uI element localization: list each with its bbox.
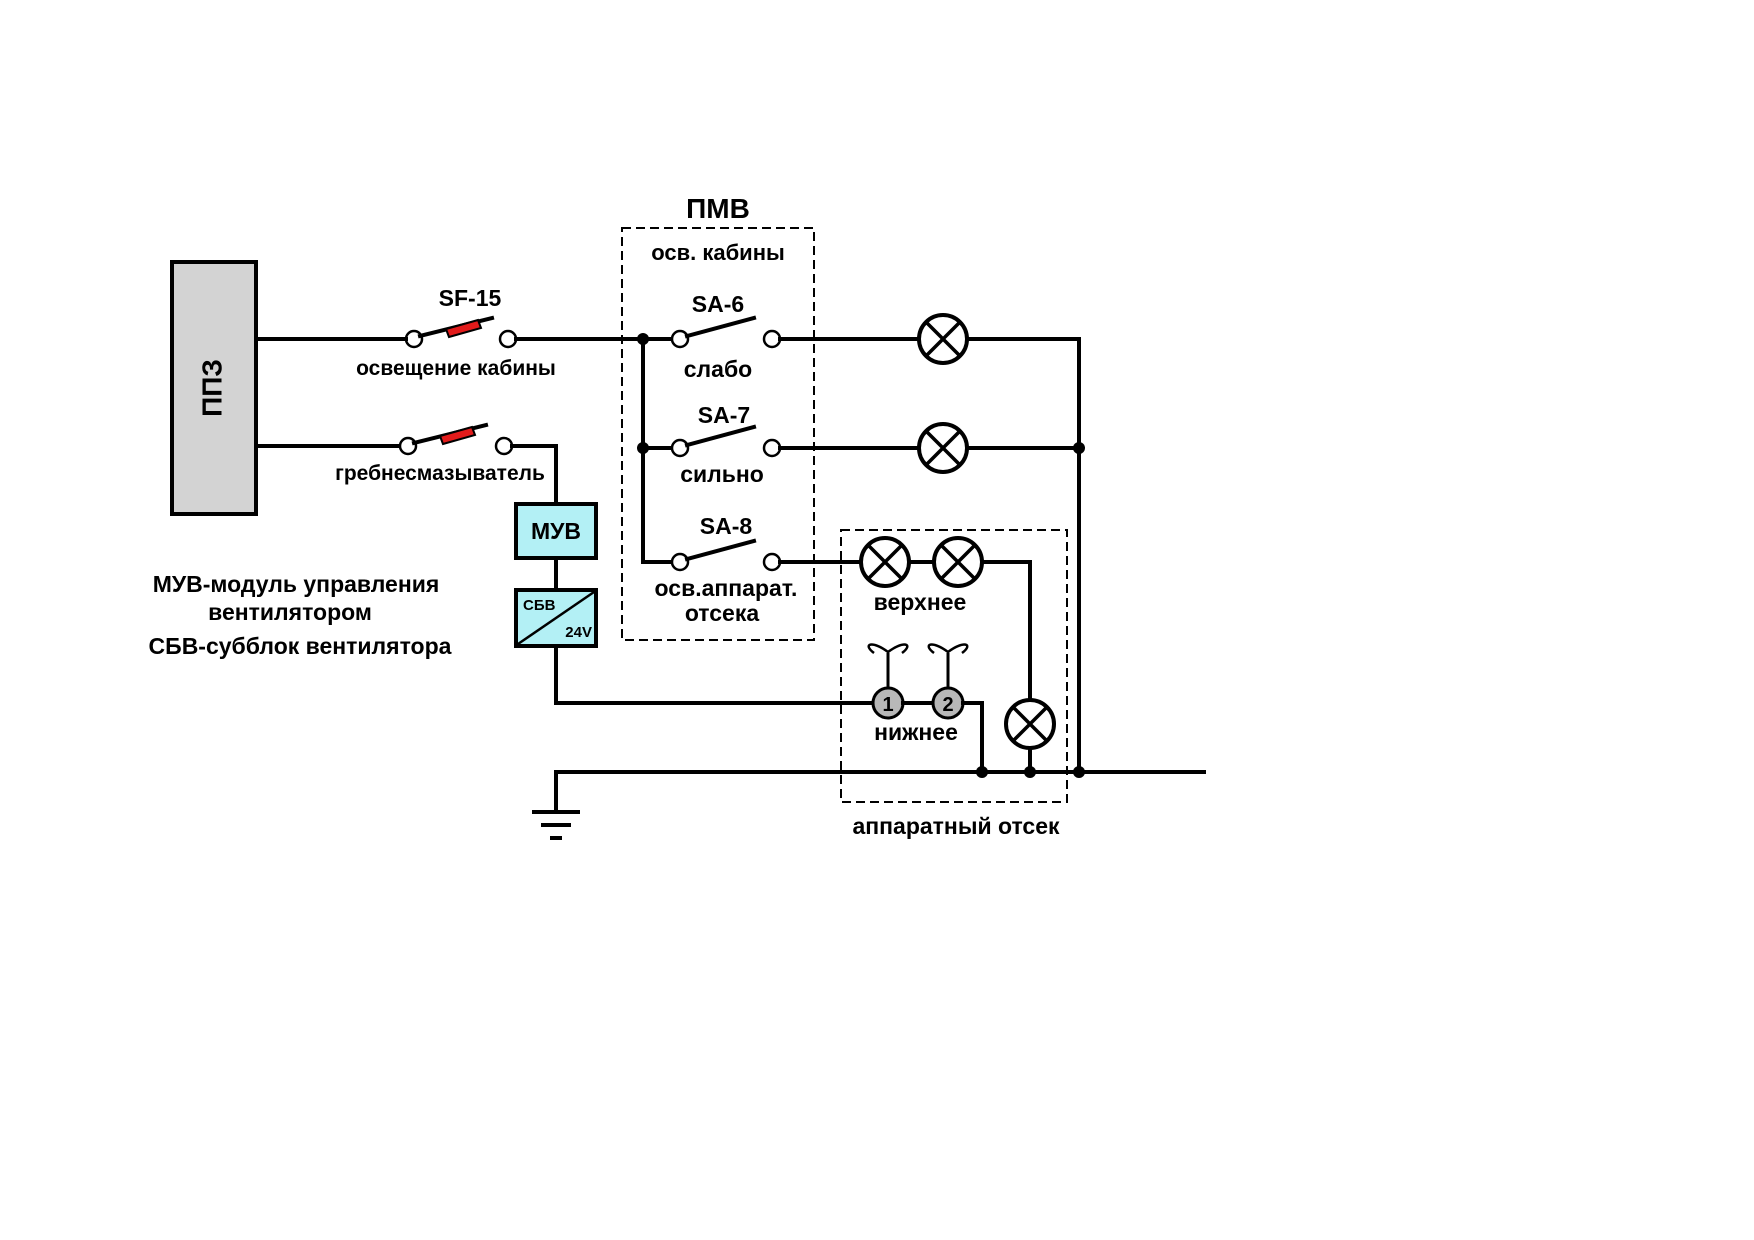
sf15-fuse [444, 318, 483, 339]
lamp-lower [1004, 698, 1056, 750]
legend-muv-line1: МУВ-модуль управления [153, 571, 440, 597]
switch-sa6: SA-6 слабо [641, 291, 782, 382]
fan-1-icon [867, 643, 909, 654]
pmv-box [621, 227, 815, 641]
lamp-upper-1 [859, 536, 911, 588]
ppz-label: ППЗ [196, 359, 227, 417]
apparatus-label: аппаратный отсек [852, 813, 1060, 839]
lamp-upper-2 [932, 536, 984, 588]
ppz-block: ППЗ [170, 260, 258, 516]
lubricator-label: гребнесмазыватель [335, 462, 545, 485]
sbv-voltage: 24V [565, 624, 592, 641]
sa8-desc-line2: отсека [685, 600, 760, 626]
switch-sa8: SA-8 осв.аппарат. отсека [641, 513, 798, 626]
legend-sbv: СБВ-субблок вентилятора [149, 633, 452, 659]
lower-label: нижнее [874, 719, 958, 745]
legend-muv-line2: вентилятором [208, 599, 372, 625]
muv-module: МУВ [514, 502, 598, 592]
sbv-label: СБВ [523, 597, 556, 614]
sa7-label: SA-7 [698, 402, 750, 428]
ppz-rect [170, 260, 258, 516]
sa6-mode: слабо [684, 356, 752, 382]
lamp-weak [917, 313, 969, 365]
ground-bus [532, 770, 1206, 840]
cabin-lighting-line: SF-15 освещение кабины [254, 285, 674, 380]
sf15-terminal-left [404, 329, 424, 349]
cabin-lighting-label: освещение кабины [356, 357, 556, 380]
fan-2-number: 2 [942, 694, 953, 716]
sf15-label: SF-15 [439, 285, 502, 311]
sf15-terminal-right [498, 329, 518, 349]
lub-terminal-left [398, 436, 418, 456]
sa6-label: SA-6 [692, 291, 744, 317]
flange-lubricator-line: гребнесмазыватель [254, 422, 558, 506]
muv-label: МУВ [531, 518, 581, 544]
sbv-module: СБВ 24V [514, 588, 884, 705]
legend: МУВ-модуль управления вентилятором СБВ-с… [149, 571, 452, 659]
sa8-label: SA-8 [700, 513, 753, 539]
lamp-strong [917, 422, 969, 474]
sa7-mode: сильно [680, 461, 764, 487]
ground-icon [532, 810, 580, 840]
lub-fuse [438, 425, 477, 446]
pmv-title: ПМВ [686, 193, 750, 224]
apparatus-compartment: аппаратный отсек верхнее [778, 529, 1068, 839]
sa8-desc-line1: осв.аппарат. [655, 575, 798, 601]
apparatus-box [840, 529, 1068, 803]
switch-sa7: SA-7 сильно [641, 402, 782, 487]
pmv-subtitle: осв. кабины [651, 240, 785, 265]
fan-1: 1 [867, 643, 909, 720]
fan-2: 2 [927, 643, 969, 720]
upper-lamps-label: верхнее [874, 589, 967, 615]
cabin-lamps [778, 313, 1085, 778]
pmv-block: ПМВ осв. кабины SA-6 слабо SA-7 сильно [621, 193, 815, 641]
fan-2-icon [927, 643, 969, 654]
lub-terminal-right [494, 436, 514, 456]
fan-1-number: 1 [882, 694, 893, 716]
